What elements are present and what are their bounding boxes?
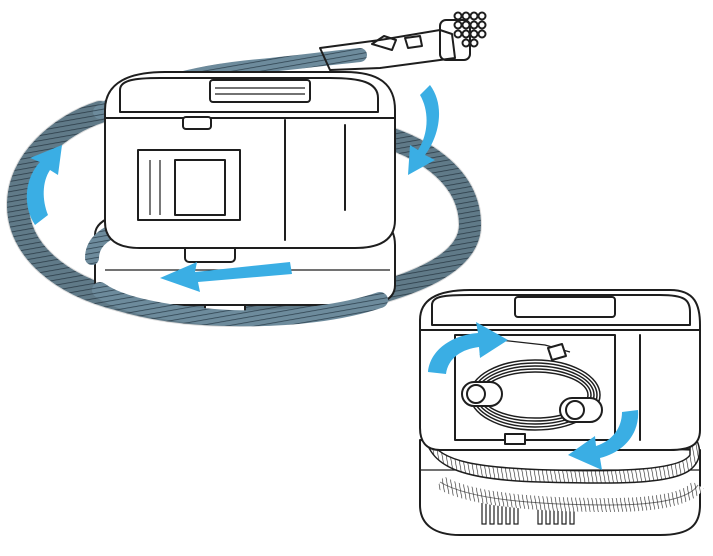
right-unit-tank bbox=[419, 289, 701, 451]
curved-arrow-icon bbox=[428, 322, 508, 374]
left-unit-tank bbox=[104, 71, 396, 249]
hose-wrapped-base bbox=[423, 430, 701, 484]
curved-arrow-icon bbox=[160, 262, 292, 292]
curved-arrow-icon bbox=[26, 145, 63, 225]
cleaning-tool bbox=[319, 11, 487, 71]
power-cord bbox=[461, 334, 603, 431]
curved-arrow-icon bbox=[568, 410, 639, 470]
tool-bristles bbox=[453, 11, 487, 48]
curved-arrow-icon bbox=[408, 85, 440, 175]
hose-front-wrap bbox=[92, 282, 388, 327]
hose-wrap-illustration bbox=[5, 11, 487, 327]
cord-wrap-illustration bbox=[419, 289, 704, 536]
